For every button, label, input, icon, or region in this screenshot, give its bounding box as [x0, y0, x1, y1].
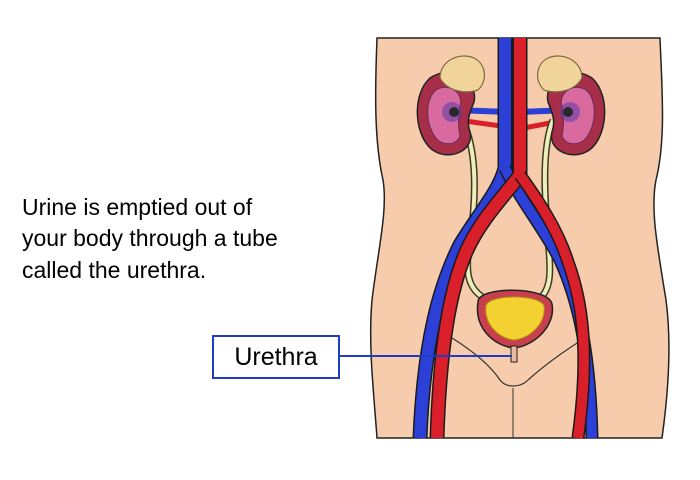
urethra-label: Urethra — [212, 335, 340, 379]
bladder — [476, 289, 554, 349]
aorta-fill — [431, 38, 526, 439]
urethra — [510, 345, 518, 363]
right-adrenal-gland — [537, 55, 583, 93]
vena-cava-fill — [414, 38, 511, 439]
caption-text: Urine is emptied out of your body throug… — [22, 192, 352, 286]
right-kidney — [546, 71, 606, 156]
left-adrenal-gland — [439, 55, 485, 93]
iliac-artery-right-fill — [515, 172, 589, 439]
caption-line-2: your body through a tube — [22, 225, 278, 252]
caption-line-3: called the urethra. — [22, 256, 207, 283]
perineum-line — [499, 379, 529, 387]
urethra-leader-line — [340, 355, 512, 357]
caption-line-1: Urine is emptied out of — [22, 194, 253, 220]
